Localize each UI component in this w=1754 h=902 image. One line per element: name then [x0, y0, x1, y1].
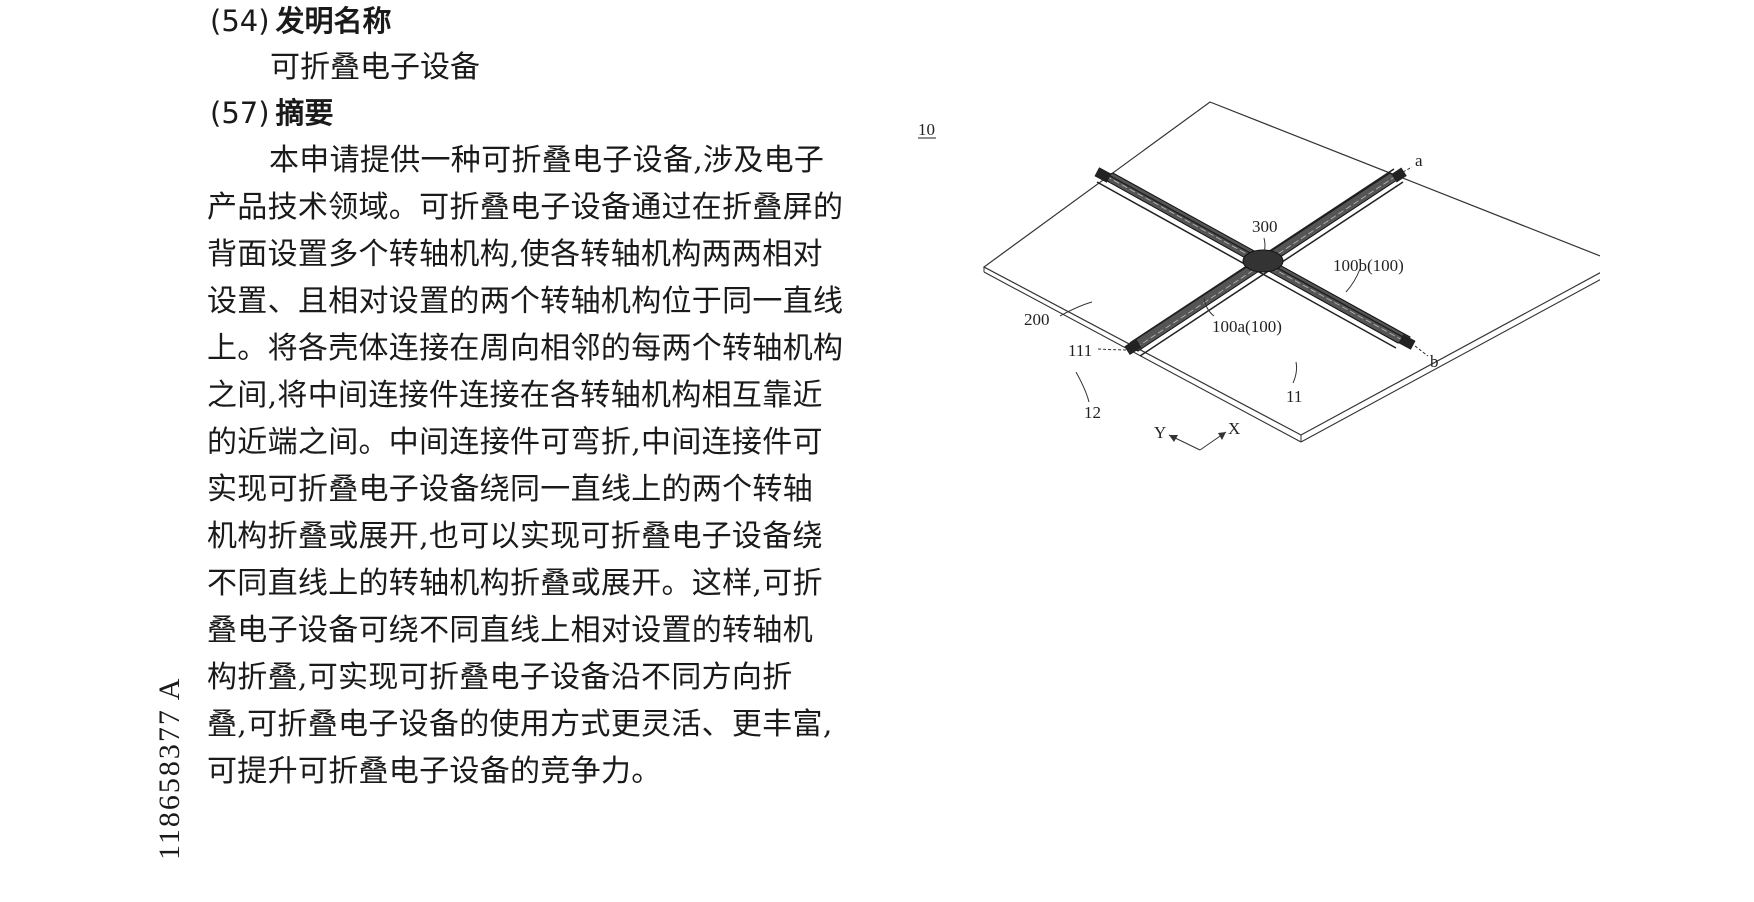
panel-outline [982, 101, 1600, 436]
section-54-heading: (54)发明名称 [210, 0, 392, 42]
leader-a [1402, 166, 1413, 173]
abstract-line: 叠,可折叠电子设备的使用方式更灵活、更丰富, [207, 707, 833, 742]
abstract-line: 实现可折叠电子设备绕同一直线上的两个转轴 [207, 472, 813, 507]
hinge-end-cap [1391, 167, 1407, 183]
section-heading: 摘要 [275, 96, 334, 130]
abstract-line: 不同直线上的转轴机构折叠或展开。这样,可折 [207, 566, 823, 601]
section-57-heading: (57)摘要 [210, 92, 334, 134]
leader-100b [1345, 268, 1361, 293]
hinge-end-cap [1124, 338, 1142, 356]
label-111: 111 [1068, 341, 1092, 360]
label-a: a [1415, 151, 1423, 170]
hinge-end-cap [1094, 167, 1112, 183]
invention-title: 可折叠电子设备 [270, 50, 480, 85]
leader-12 [1075, 371, 1090, 403]
label-axis-x: X [1228, 419, 1240, 438]
panel-edge [983, 271, 1302, 443]
label-200: 200 [1024, 310, 1050, 329]
figure-drawing: 10 a b 300 100b(100) 100a(100) 200 111 1… [918, 101, 1600, 451]
label-11: 11 [1286, 387, 1302, 406]
abstract-line: 本申请提供一种可折叠电子设备,涉及电子 [269, 143, 825, 178]
abstract-line: 的近端之间。中间连接件可弯折,中间连接件可 [207, 425, 823, 460]
abstract-line: 叠电子设备可绕不同直线上相对设置的转轴机 [207, 613, 813, 648]
abstract-line: 机构折叠或展开,也可以实现可折叠电子设备绕 [207, 519, 823, 554]
label-device: 10 [918, 120, 935, 139]
leader-11 [1292, 361, 1298, 384]
patent-figure: 10 a b 300 100b(100) 100a(100) 200 111 1… [900, 80, 1600, 520]
abstract-line: 可提升可折叠电子设备的竞争力。 [207, 754, 662, 789]
leader-111 [1097, 348, 1131, 351]
label-12: 12 [1084, 403, 1101, 422]
hinge-end-cap [1398, 334, 1416, 350]
label-100b: 100b(100) [1333, 256, 1404, 275]
section-heading: 发明名称 [275, 4, 392, 38]
leader-100a [1203, 297, 1215, 317]
axis-marker [1168, 431, 1227, 451]
section-code: (57) [210, 96, 270, 130]
abstract-line: 构折叠,可实现可折叠电子设备沿不同方向折 [207, 660, 793, 695]
abstract-line: 设置、且相对设置的两个转轴机构位于同一直线 [207, 284, 844, 319]
section-code: (54) [210, 4, 270, 38]
leader-b [1414, 345, 1429, 357]
abstract-text: 本申请提供一种可折叠电子设备,涉及电子 产品技术领域。可折叠电子设备通过在折叠屏… [207, 137, 867, 795]
abstract-line: 之间,将中间连接件连接在各转轴机构相互靠近 [207, 378, 823, 413]
label-100a: 100a(100) [1212, 317, 1282, 336]
leader-300 [1263, 237, 1266, 253]
abstract-line: 上。将各壳体连接在周向相邻的每两个转轴机构 [207, 331, 844, 366]
abstract-line: 背面设置多个转轴机构,使各转轴机构两两相对 [207, 237, 823, 272]
central-connector [1242, 249, 1284, 273]
abstract-line: 产品技术领域。可折叠电子设备通过在折叠屏的 [207, 190, 844, 225]
text-column: (54)发明名称 可折叠电子设备 (57)摘要 本申请提供一种可折叠电子设备,涉… [207, 0, 867, 795]
label-300: 300 [1252, 217, 1278, 236]
label-axis-y: Y [1154, 423, 1166, 442]
label-b: b [1430, 352, 1439, 371]
leader-200 [1059, 301, 1093, 317]
panel-edge [1300, 279, 1600, 443]
